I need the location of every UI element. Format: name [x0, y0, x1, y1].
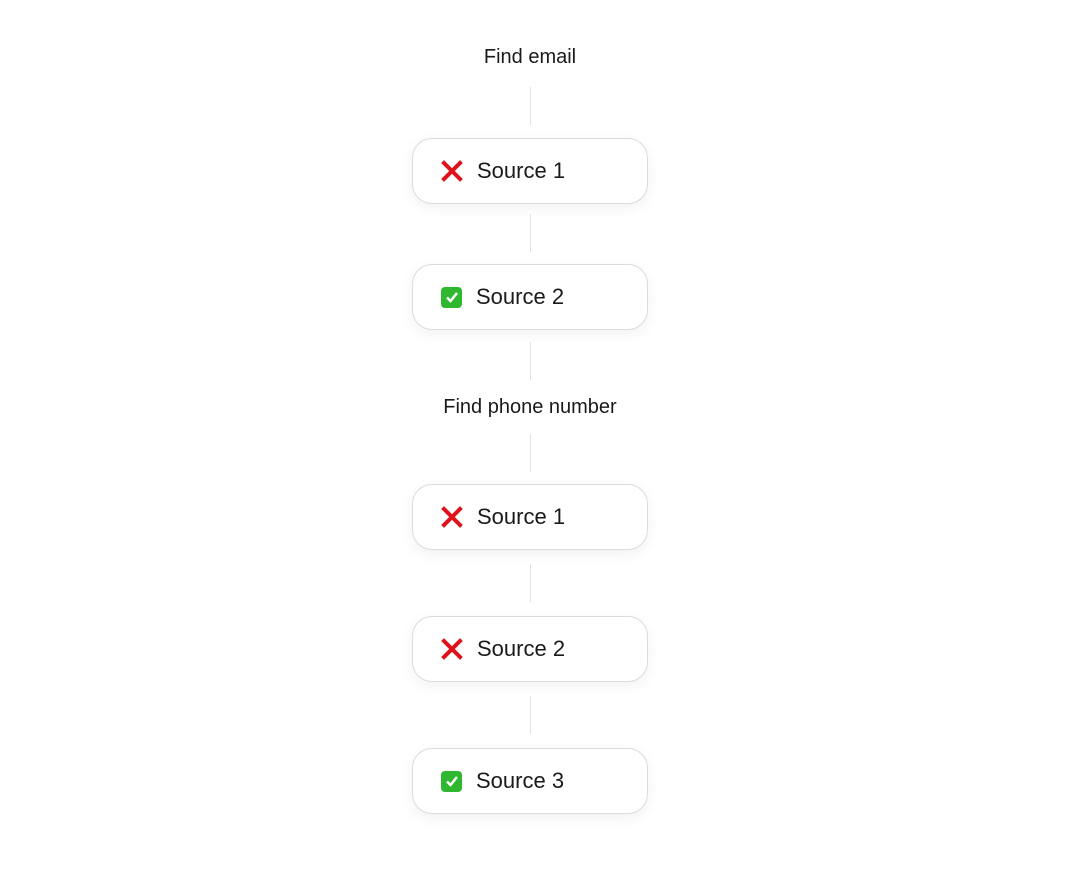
- connector: [530, 342, 531, 380]
- green-check-icon: [441, 770, 462, 792]
- connector: [530, 696, 531, 734]
- red-cross-icon: [441, 638, 463, 660]
- red-cross-icon: [441, 160, 463, 182]
- source-label: Source 1: [477, 504, 566, 529]
- source-node: Source 2: [412, 264, 648, 330]
- section-title-phone: Find phone number: [443, 396, 617, 418]
- source-label: Source 2: [476, 284, 565, 309]
- section-title-email: Find email: [483, 46, 577, 68]
- connector: [530, 87, 531, 125]
- red-cross-icon: [441, 506, 463, 528]
- source-node: Source 3: [412, 748, 648, 814]
- connector: [530, 434, 531, 472]
- source-node: Source 2: [412, 616, 648, 682]
- source-node: Source 1: [412, 138, 648, 204]
- connector: [530, 564, 531, 602]
- source-label: Source 1: [477, 158, 566, 183]
- source-node: Source 1: [412, 484, 648, 550]
- source-label: Source 2: [477, 636, 566, 661]
- connector: [530, 214, 531, 252]
- source-label: Source 3: [476, 768, 565, 793]
- green-check-icon: [441, 286, 462, 308]
